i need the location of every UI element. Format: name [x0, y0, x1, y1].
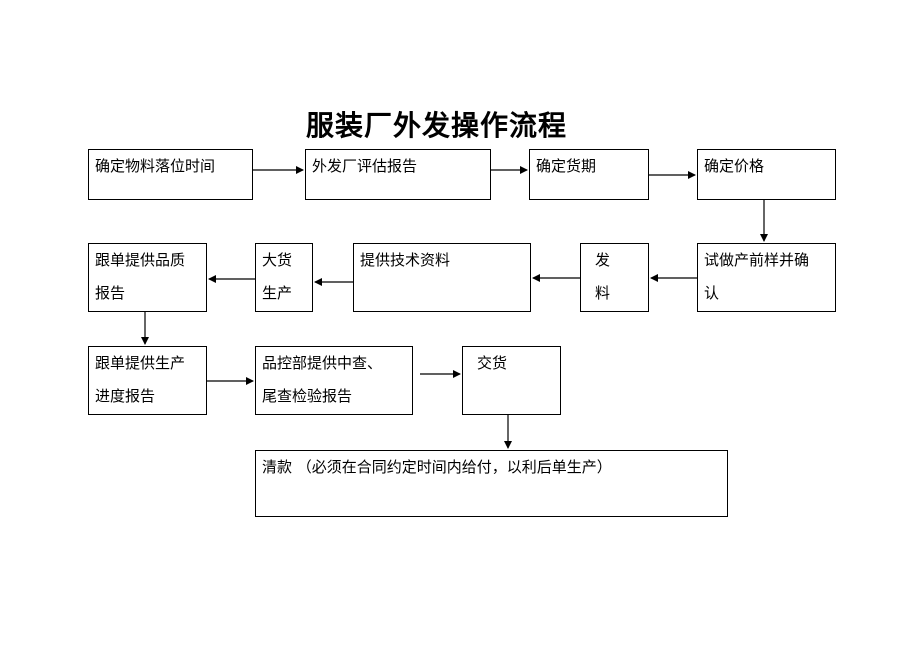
step-label: 跟单提供品质	[95, 251, 186, 269]
step-label: 料	[595, 284, 611, 302]
step-label: 试做产前样并确	[704, 251, 810, 269]
step-label: 生产	[262, 284, 293, 302]
step-label: 进度报告	[95, 387, 156, 405]
step-outsource-evaluation: 外发厂评估报告	[305, 149, 491, 200]
step-production-progress: 跟单提供生产 进度报告	[88, 346, 207, 415]
step-label: 品控部提供中查、	[262, 354, 383, 372]
step-issue-material: 发 料	[580, 243, 649, 312]
step-label: 大货	[262, 251, 293, 269]
step-label: 交货	[477, 354, 508, 372]
step-label: 发	[595, 251, 611, 269]
page-title: 服装厂外发操作流程	[306, 109, 568, 142]
step-label: 确定货期	[536, 157, 597, 175]
step-label: 提供技术资料	[360, 251, 451, 269]
step-bulk-production: 大货 生产	[255, 243, 313, 312]
step-label: 尾查检验报告	[262, 387, 353, 405]
step-label: 认	[704, 284, 720, 302]
step-label: 清款 （必须在合同约定时间内给付，以利后单生产）	[262, 458, 612, 476]
step-qc-inspection: 品控部提供中查、 尾查检验报告	[255, 346, 413, 415]
step-confirm-price: 确定价格	[697, 149, 836, 200]
step-label: 报告	[95, 284, 126, 302]
step-label: 确定价格	[704, 157, 765, 175]
step-confirm-delivery-date: 确定货期	[529, 149, 649, 200]
step-label: 外发厂评估报告	[312, 157, 418, 175]
step-label: 跟单提供生产	[95, 354, 186, 372]
step-label: 确定物料落位时间	[95, 157, 216, 175]
step-confirm-material-time: 确定物料落位时间	[88, 149, 253, 200]
step-settlement: 清款 （必须在合同约定时间内给付，以利后单生产）	[255, 450, 728, 517]
step-qc-report: 跟单提供品质 报告	[88, 243, 207, 312]
step-provide-tech-data: 提供技术资料	[353, 243, 531, 312]
step-trial-sample-confirm: 试做产前样并确 认	[697, 243, 836, 312]
step-delivery: 交货	[462, 346, 561, 415]
